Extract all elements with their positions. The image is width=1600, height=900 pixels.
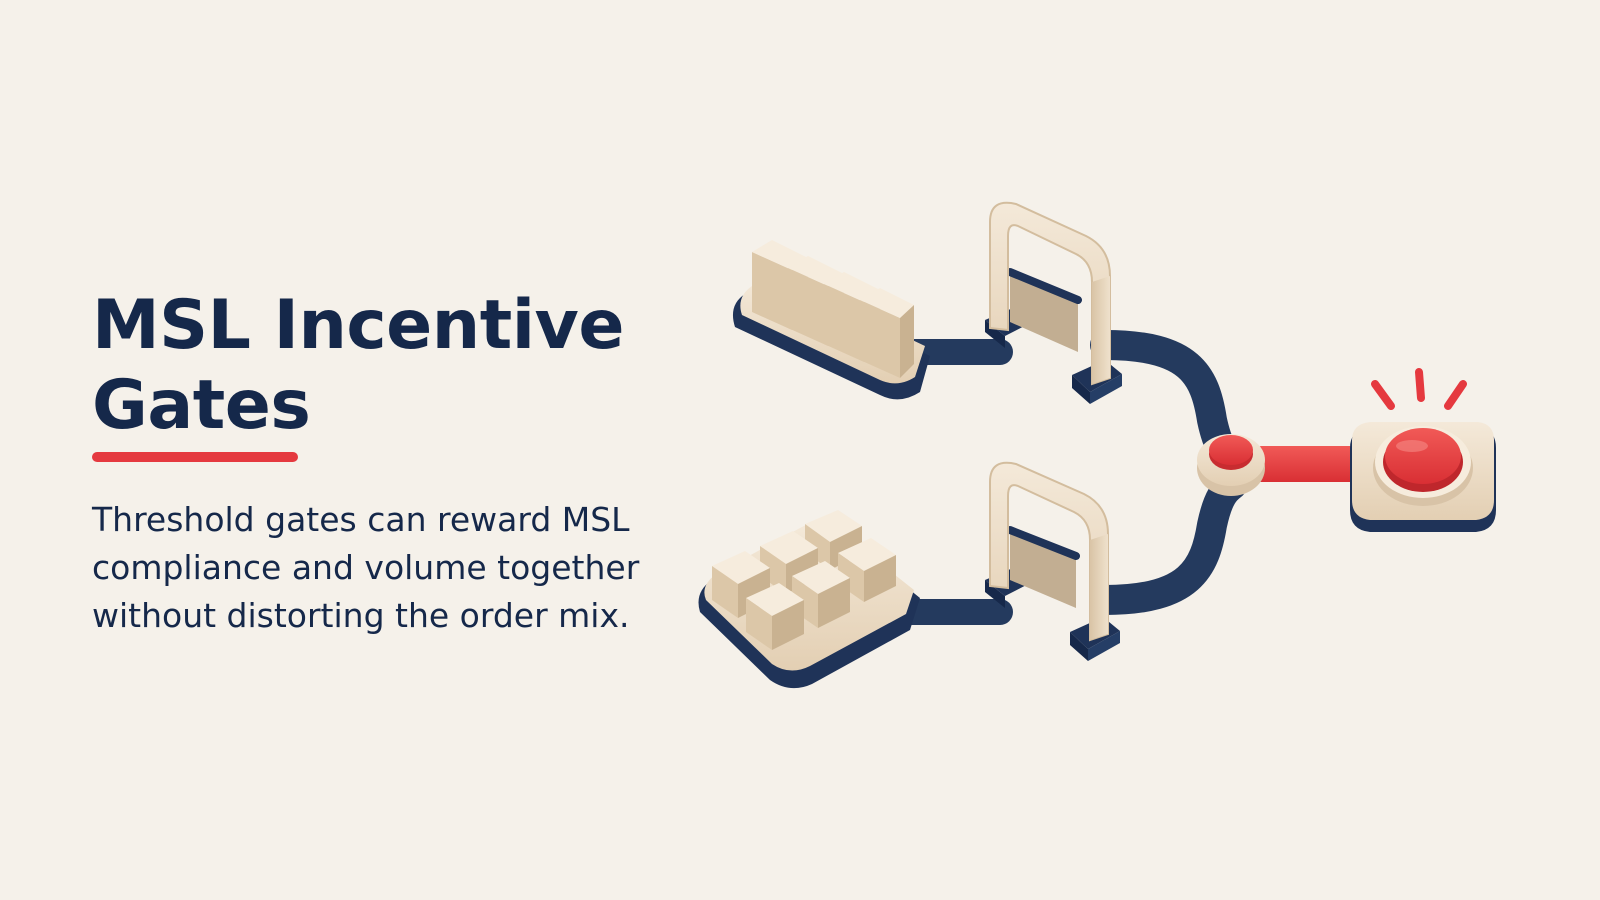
cube-stack-icon	[698, 510, 920, 689]
title-underline	[92, 452, 298, 462]
alert-ray	[1371, 380, 1395, 410]
subtitle-line-2: compliance and volume together	[92, 548, 640, 587]
alert-ray	[1444, 380, 1467, 410]
junction-node	[1197, 434, 1265, 496]
title-line-1: MSL Incentive	[92, 286, 624, 365]
standing-blocks-icon	[732, 240, 930, 400]
gate-arch-icon	[985, 201, 1122, 404]
output-pipe	[1258, 446, 1362, 482]
slide-title: MSL Incentive Gates	[92, 286, 692, 446]
gate-arch-icon	[985, 461, 1120, 661]
subtitle-line-1: Threshold gates can reward MSL	[92, 500, 630, 539]
slide-subtitle: Threshold gates can reward MSL complianc…	[92, 496, 692, 640]
alert-ray	[1415, 368, 1425, 402]
text-block: MSL Incentive Gates Threshold gates can …	[92, 286, 692, 640]
alert-button-icon	[1350, 368, 1496, 532]
title-line-2: Gates	[92, 366, 311, 445]
subtitle-line-3: without distorting the order mix.	[92, 596, 630, 635]
